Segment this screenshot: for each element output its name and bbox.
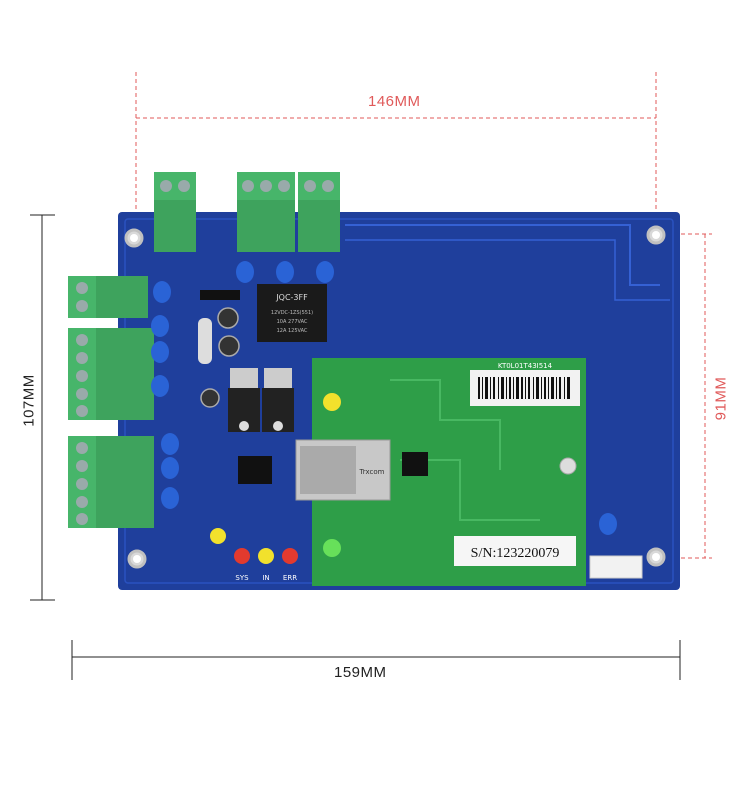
serial-number: S/N:123220079 (471, 546, 560, 561)
relay-label: JQC-3FF (275, 293, 308, 302)
led-label-err: ERR (283, 574, 297, 582)
barcode (478, 377, 570, 399)
dimension-lines (30, 72, 712, 680)
top-terminal-blocks (154, 172, 340, 252)
relay-spec-1: 12VDC-1ZS(551) (271, 310, 313, 316)
relay-spec-3: 12A 125VAC (277, 328, 308, 334)
top-width-label: 146MM (368, 93, 421, 110)
relay-spec-2: 10A 277VAC (277, 319, 308, 325)
board-leds: SYS IN ERR (210, 528, 298, 582)
barcode-label: KT0L01T43I514 (498, 362, 553, 370)
led-label-in: IN (262, 574, 269, 582)
led-label-sys: SYS (235, 574, 249, 582)
white-connector (589, 555, 643, 579)
bottom-width-label: 159MM (334, 664, 387, 681)
module-label: Trxcom (359, 468, 385, 476)
network-module: KT0L01T43I514 Trxcom S/N:123220079 (295, 358, 586, 586)
relay: JQC-3FF 12VDC-1ZS(551) 10A 277VAC 12A 12… (257, 284, 327, 342)
left-terminal-blocks (68, 276, 154, 528)
capacitors (151, 261, 617, 535)
components (198, 290, 294, 484)
